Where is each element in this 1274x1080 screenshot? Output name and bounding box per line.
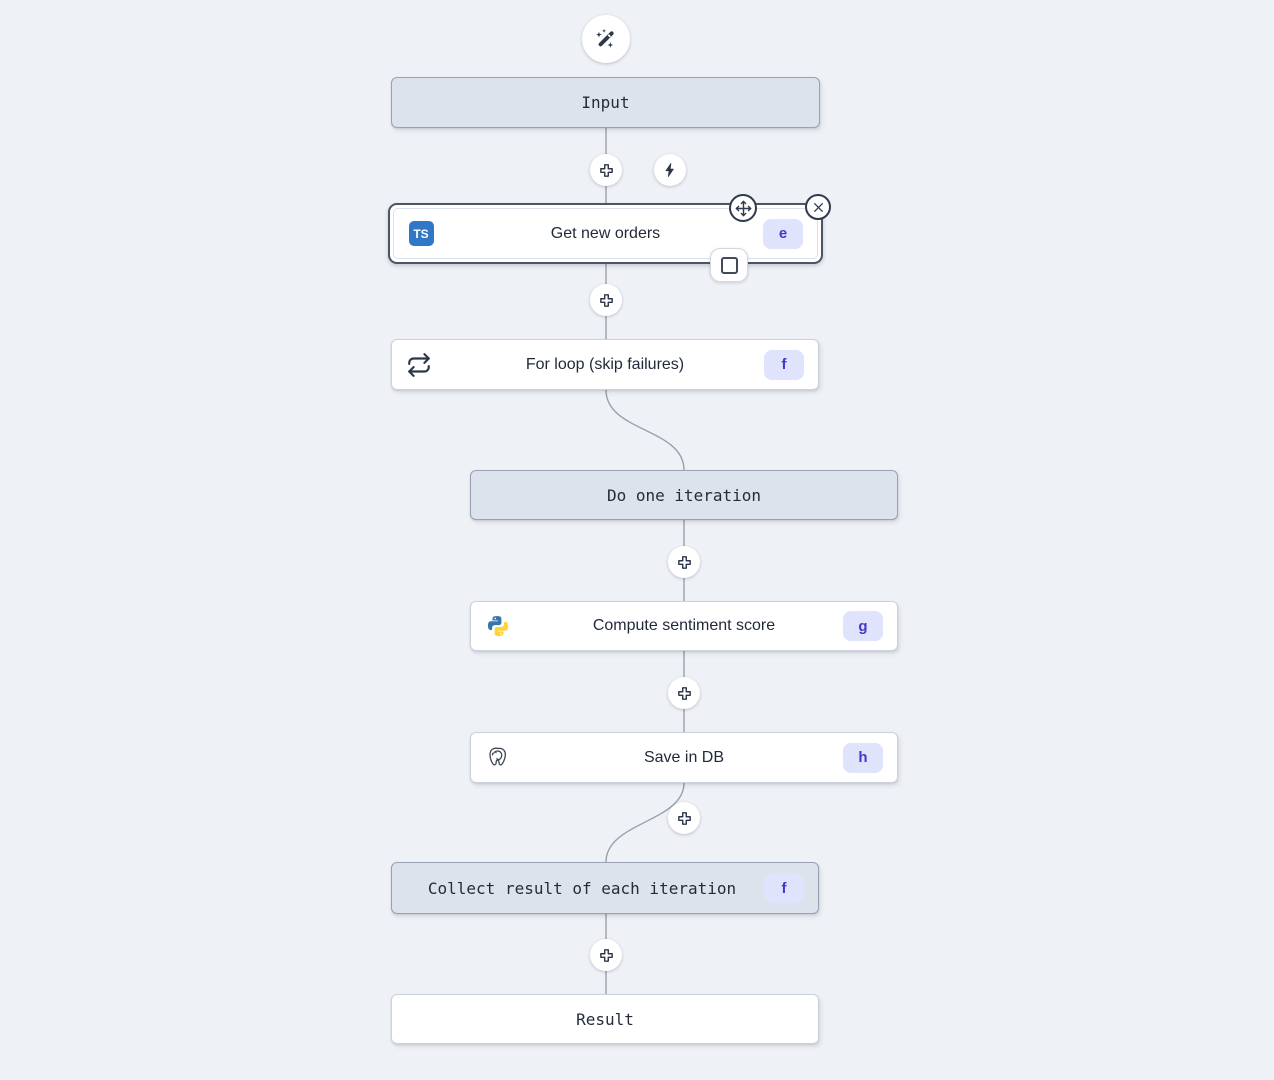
node-compute-sentiment-score[interactable]: Compute sentiment score g bbox=[470, 601, 898, 651]
node-do-one-iteration[interactable]: Do one iteration bbox=[470, 470, 898, 520]
node-collect-result[interactable]: Collect result of each iteration f bbox=[391, 862, 819, 914]
postgresql-icon bbox=[485, 745, 511, 771]
ai-flow-button[interactable] bbox=[582, 15, 630, 63]
node-label: For loop (skip failures) bbox=[525, 355, 685, 373]
edge-savedb-collect bbox=[605, 782, 685, 863]
close-icon bbox=[813, 202, 823, 212]
plus-icon bbox=[599, 163, 613, 177]
plus-icon bbox=[599, 293, 613, 307]
node-label: Compute sentiment score bbox=[592, 617, 776, 634]
node-label: Result bbox=[576, 1009, 634, 1029]
add-step-button[interactable] bbox=[590, 154, 622, 186]
step-id-badge: f bbox=[764, 873, 804, 903]
checkbox-square-icon bbox=[720, 256, 738, 274]
node-label: Collect result of each iteration bbox=[427, 878, 737, 898]
repeat-icon bbox=[406, 352, 432, 378]
add-step-button[interactable] bbox=[590, 939, 622, 971]
plus-icon bbox=[599, 948, 613, 962]
add-step-button[interactable] bbox=[590, 284, 622, 316]
plus-icon bbox=[677, 686, 691, 700]
node-label: Save in DB bbox=[643, 748, 725, 766]
step-id-badge: g bbox=[843, 611, 883, 641]
node-for-loop[interactable]: For loop (skip failures) f bbox=[391, 339, 819, 390]
magic-wand-icon bbox=[596, 28, 614, 48]
step-id-badge: f bbox=[764, 349, 804, 380]
add-trigger-button[interactable] bbox=[654, 154, 686, 186]
delete-node-button[interactable] bbox=[805, 194, 831, 220]
select-node-checkbox[interactable] bbox=[710, 248, 748, 282]
node-label: Input bbox=[581, 93, 630, 112]
add-step-button[interactable] bbox=[668, 802, 700, 834]
plus-icon bbox=[677, 811, 691, 825]
add-step-button[interactable] bbox=[668, 546, 700, 578]
plus-icon bbox=[677, 555, 691, 569]
node-result[interactable]: Result bbox=[391, 994, 819, 1044]
node-label: Get new orders bbox=[550, 224, 661, 242]
edge-forloop-iteration bbox=[605, 389, 685, 471]
typescript-icon: TS bbox=[408, 221, 434, 247]
move-icon bbox=[735, 200, 751, 216]
node-save-in-db[interactable]: Save in DB h bbox=[470, 732, 898, 783]
python-icon bbox=[485, 613, 511, 639]
step-id-badge: e bbox=[763, 218, 803, 249]
step-id-badge: h bbox=[843, 742, 883, 773]
add-step-button[interactable] bbox=[668, 677, 700, 709]
move-handle[interactable] bbox=[729, 194, 757, 222]
lightning-bolt-icon bbox=[665, 163, 674, 177]
node-get-new-orders[interactable]: TS Get new orders e bbox=[388, 194, 831, 282]
node-label: Do one iteration bbox=[606, 485, 762, 505]
node-input[interactable]: Input bbox=[391, 77, 820, 128]
